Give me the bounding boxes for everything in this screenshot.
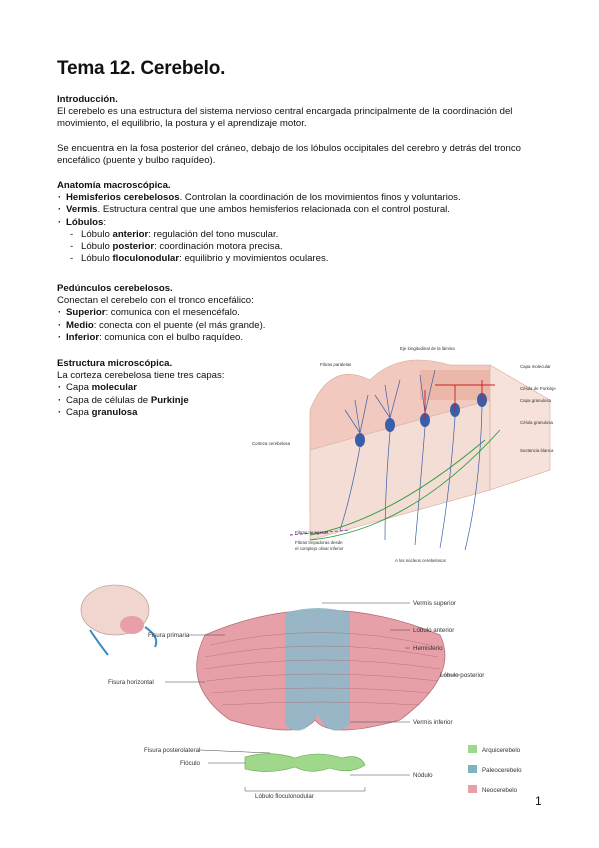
label-floculo: Flóculo [180,760,201,767]
page-number: 1 [535,794,542,808]
legend-label: Neocerebelo [482,787,518,794]
cortex-figure: Eje longitudinal de la lámina Fibras par… [252,346,556,563]
label-trepadoras-2: el complejo olivar inferior [295,546,344,551]
label-lobulo-anterior: Lóbulo anterior [413,627,454,634]
label-corteza: Corteza cerebelosa [252,441,291,446]
label-vermis-superior: Vermis superior [413,600,456,607]
label-sustancia-blanca: Sustancia blanca [520,448,554,453]
pedunculos-section: Pedúnculos cerebelosos. Conectan el cere… [57,283,547,344]
label-fibras-paralelas: Fibras paralelas [320,362,352,367]
pedunculos-list: Superior: comunica con el mesencéfalo. M… [57,307,547,344]
micro-intro: La corteza cerebelosa tiene tres capas: [57,370,225,382]
legend: Arquicerebelo Paleocerebelo Neocerebelo [468,745,522,794]
list-item: Vermis. Estructura central que une ambos… [57,204,547,216]
label-vermis-inferior: Vermis inferior [413,719,453,726]
legend-swatch [468,785,477,793]
sub-list-item: Lóbulo floculonodular: equilibrio y movi… [57,253,547,265]
label-hemisferio: Hemisferio [413,645,443,652]
label-nucleos: A los núcleos cerebelosos [395,558,447,563]
label-trepadoras-1: Fibras trepadoras desde [295,540,343,545]
list-item: Inferior: comunica con el bulbo raquídeo… [57,332,547,344]
legend-label: Arquicerebelo [482,747,521,754]
anatomia-heading: Anatomía macroscópica. [57,180,171,191]
label-lobulo-posterior: Lóbulo posterior [440,672,484,679]
list-item: Medio: conecta con el puente (el más gra… [57,320,547,332]
list-item: Capa molecular [57,382,267,394]
label-fisura-posterolateral: Fisura posterolateral [144,747,200,754]
legend-swatch [468,765,477,773]
intro-paragraph-1: El cerebelo es una estructura del sistem… [57,106,513,130]
label-fisura-horizontal: Fisura horizontal [108,679,154,686]
page-title: Tema 12. Cerebelo. [57,58,226,79]
label-capa-granulosa: Capa granulosa [520,398,552,403]
label-nodulo: Nódulo [413,772,433,779]
sub-list-item: Lóbulo anterior: regulación del tono mus… [57,229,547,241]
list-item: Lóbulos: [57,217,547,229]
list-item: Capa granulosa [57,407,267,419]
label-purkinje: Célula de Purkinje [520,386,556,391]
cerebellum-figure: Vermis superior Lóbulo anterior Hemisfer… [80,584,522,800]
pedunculos-intro: Conectan el cerebelo con el tronco encef… [57,295,254,307]
label-musgosas: Fibras musgosas [295,530,329,535]
label-eje: Eje longitudinal de la lámina [400,346,455,351]
micro-section: Estructura microscópica. La corteza cere… [57,358,267,419]
intro-heading: Introducción. [57,94,118,105]
label-capa-molecular: Capa molecular [520,364,551,369]
label-lobulo-floculonodular: Lóbulo floculonodular [255,793,314,800]
intro-section: Introducción. El cerebelo es una estruct… [57,94,547,167]
legend-swatch [468,745,477,753]
label-fisura-primaria: Fisura primaria [148,632,190,639]
label-celula-granulosa: Célula granulosa [520,420,554,425]
anatomia-list: Hemisferios cerebelosos. Controlan la co… [57,192,547,265]
micro-list: Capa molecular Capa de células de Purkin… [57,382,267,419]
intro-paragraph-2: Se encuentra en la fosa posterior del cr… [57,142,521,166]
list-item: Capa de células de Purkinje [57,395,267,407]
brain-icon [80,584,158,656]
anatomia-section: Anatomía macroscópica. Hemisferios cereb… [57,180,547,266]
micro-heading: Estructura microscópica. [57,358,173,369]
list-item: Superior: comunica con el mesencéfalo. [57,307,547,319]
sub-list-item: Lóbulo posterior: coordinación motora pr… [57,241,547,253]
list-item: Hemisferios cerebelosos. Controlan la co… [57,192,547,204]
pedunculos-heading: Pedúnculos cerebelosos. [57,283,173,294]
legend-label: Paleocerebelo [482,767,522,774]
